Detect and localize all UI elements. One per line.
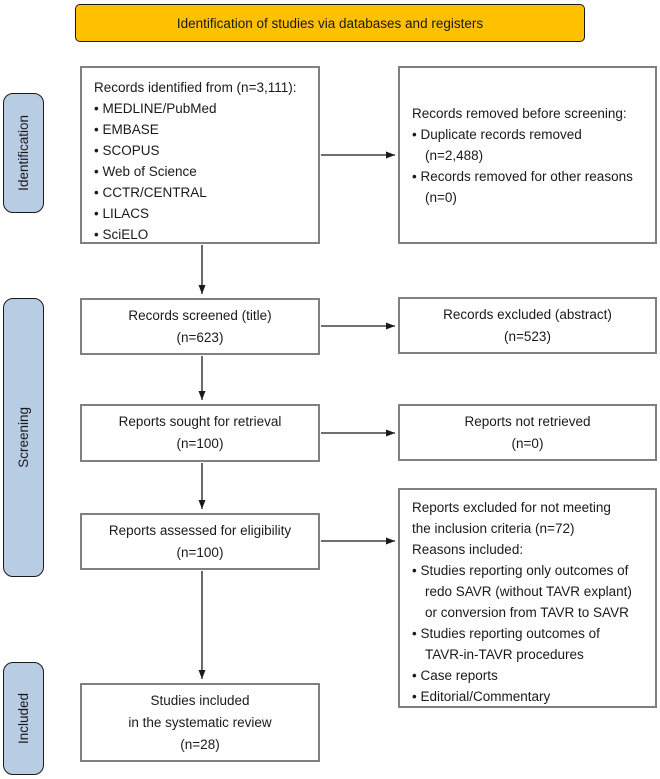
bullet-item: Duplicate records removed (n=2,488) [412, 124, 643, 166]
box-reports-assessed-text: Reports assessed for eligibility (n=100) [108, 522, 292, 560]
box-records-screened-text: Records screened (title) (n=623) [128, 307, 272, 345]
box-reports-not-retrieved: Reports not retrieved (n=0) [398, 404, 657, 461]
box-reports-not-retrieved-text: Reports not retrieved (n=0) [464, 413, 591, 451]
bullet-item: MEDLINE/PubMed [94, 98, 306, 119]
box-records-screened: Records screened (title) (n=623) [80, 298, 320, 355]
box-studies-included-text: Studies included in the systematic revie… [128, 692, 272, 752]
box-reports-sought-text: Reports sought for retrieval (n=100) [118, 414, 282, 451]
box-records-identified: Records identified from (n=3,111): MEDLI… [80, 66, 320, 244]
box-records-excluded-text: Records excluded (abstract) (n=523) [443, 306, 612, 344]
box-reports-excluded-criteria: Reports excluded for not meeting the inc… [398, 488, 657, 708]
bullet-item: Editorial/Commentary [412, 686, 643, 707]
bullet-item: Web of Science [94, 161, 306, 182]
stage-included: Included [3, 662, 44, 775]
bullet-item: SCOPUS [94, 140, 306, 161]
box-records-removed: Records removed before screening: Duplic… [398, 66, 657, 244]
stage-screening: Screening [3, 298, 44, 577]
box-reports-assessed: Reports assessed for eligibility (n=100) [80, 513, 320, 570]
stage-screening-label: Screening [16, 407, 31, 468]
box-records-removed-list: Duplicate records removed (n=2,488)Recor… [412, 124, 643, 208]
box-records-removed-title: Records removed before screening: [412, 105, 627, 121]
box-records-identified-title: Records identified from (n=3,111): [94, 80, 297, 95]
bullet-item: Studies reporting only outcomes of redo … [412, 560, 643, 623]
banner-databases-registers: Identification of studies via databases … [75, 4, 585, 42]
box-studies-included: Studies included in the systematic revie… [80, 683, 320, 762]
box-reports-sought: Reports sought for retrieval (n=100) [80, 404, 320, 462]
bullet-item: SciELO [94, 224, 306, 245]
stage-identification: Identification [3, 93, 44, 213]
bullet-item: Case reports [412, 665, 643, 686]
box-reports-excluded-criteria-list: Studies reporting only outcomes of redo … [412, 560, 643, 707]
box-records-excluded: Records excluded (abstract) (n=523) [398, 297, 657, 354]
bullet-item: Records removed for other reasons (n=0) [412, 166, 643, 208]
bullet-item: LILACS [94, 203, 306, 224]
stage-included-label: Included [16, 692, 31, 745]
box-records-identified-list: MEDLINE/PubMedEMBASESCOPUSWeb of Science… [94, 98, 306, 245]
banner-label: Identification of studies via databases … [176, 15, 484, 31]
stage-identification-label: Identification [16, 115, 31, 191]
box-reports-excluded-criteria-title: Reports excluded for not meeting the inc… [412, 500, 611, 557]
bullet-item: EMBASE [94, 119, 306, 140]
bullet-item: CCTR/CENTRAL [94, 182, 306, 203]
bullet-item: Studies reporting outcomes of TAVR-in-TA… [412, 623, 643, 665]
